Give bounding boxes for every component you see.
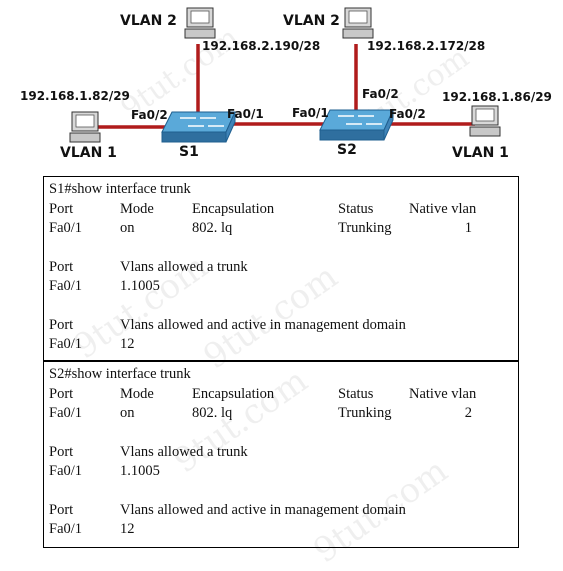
s1-trunk-output: S1#show interface trunk Port Mode Encaps… [43, 176, 519, 377]
col-header-mode: Mode [120, 201, 154, 217]
active-port-header: Port [49, 317, 74, 333]
row-port: Fa0/1 [49, 220, 83, 236]
port-label: Fa0/1 [227, 107, 264, 121]
col-header-encapsulation: Encapsulation [192, 386, 275, 402]
pc-icon[interactable] [184, 7, 216, 39]
host-vlan-label: VLAN 2 [283, 13, 340, 29]
active-port: Fa0/1 [49, 336, 83, 352]
switch-label: S1 [179, 144, 199, 160]
allowed-vlans: 1.1005 [120, 278, 160, 294]
row-mode: on [120, 220, 135, 236]
active-header: Vlans allowed and active in management d… [120, 502, 406, 518]
host-ip-label: 192.168.2.172/28 [367, 39, 485, 53]
active-port: Fa0/1 [49, 521, 83, 537]
active-vlans: 12 [120, 521, 135, 537]
allowed-port-header: Port [49, 259, 74, 275]
host-vlan-label: VLAN 1 [60, 145, 117, 161]
links [95, 44, 475, 129]
host-vlan-label: VLAN 1 [452, 145, 509, 161]
port-label: Fa0/2 [131, 108, 168, 122]
host-ip-label: 192.168.2.190/28 [202, 39, 320, 53]
row-status: Trunking [338, 220, 392, 236]
col-header-status: Status [338, 386, 374, 402]
col-header-status: Status [338, 201, 374, 217]
pc-icon[interactable] [469, 105, 501, 137]
s2-trunk-output: S2#show interface trunk Port Mode Encaps… [43, 360, 519, 571]
row-encapsulation: 802. lq [192, 220, 233, 236]
active-port-header: Port [49, 502, 74, 518]
allowed-vlans: 1.1005 [120, 463, 160, 479]
network-topology: 9tut.com 9tut.com [20, 7, 552, 161]
col-header-native-vlan: Native vlan [409, 201, 477, 217]
row-port: Fa0/1 [49, 405, 83, 421]
pc-icon[interactable] [342, 7, 374, 39]
allowed-port-header: Port [49, 444, 74, 460]
switch-label: S2 [337, 142, 357, 158]
active-vlans: 12 [120, 336, 135, 352]
active-header: Vlans allowed and active in management d… [120, 317, 406, 333]
switch-s1[interactable] [161, 111, 236, 143]
col-header-mode: Mode [120, 386, 154, 402]
cli-command: S1#show interface trunk [49, 181, 191, 197]
port-label: Fa0/2 [389, 107, 426, 121]
row-mode: on [120, 405, 135, 421]
row-encapsulation: 802. lq [192, 405, 233, 421]
col-header-port: Port [49, 386, 74, 402]
col-header-port: Port [49, 201, 74, 217]
row-status: Trunking [338, 405, 392, 421]
row-native-vlan: 2 [464, 405, 472, 421]
allowed-header: Vlans allowed a trunk [120, 259, 248, 275]
port-label: Fa0/1 [292, 106, 329, 120]
host-vlan-label: VLAN 2 [120, 13, 177, 29]
row-native-vlan: 1 [464, 220, 472, 236]
allowed-port: Fa0/1 [49, 278, 83, 294]
allowed-port: Fa0/1 [49, 463, 83, 479]
host-ip-label: 192.168.1.82/29 [20, 89, 130, 103]
pc-icon[interactable] [69, 111, 101, 143]
switch-s2[interactable] [319, 109, 394, 141]
col-header-encapsulation: Encapsulation [192, 201, 275, 217]
col-header-native-vlan: Native vlan [409, 386, 477, 402]
allowed-header: Vlans allowed a trunk [120, 444, 248, 460]
host-ip-label: 192.168.1.86/29 [442, 90, 552, 104]
cli-command: S2#show interface trunk [49, 366, 191, 382]
port-label: Fa0/2 [362, 87, 399, 101]
